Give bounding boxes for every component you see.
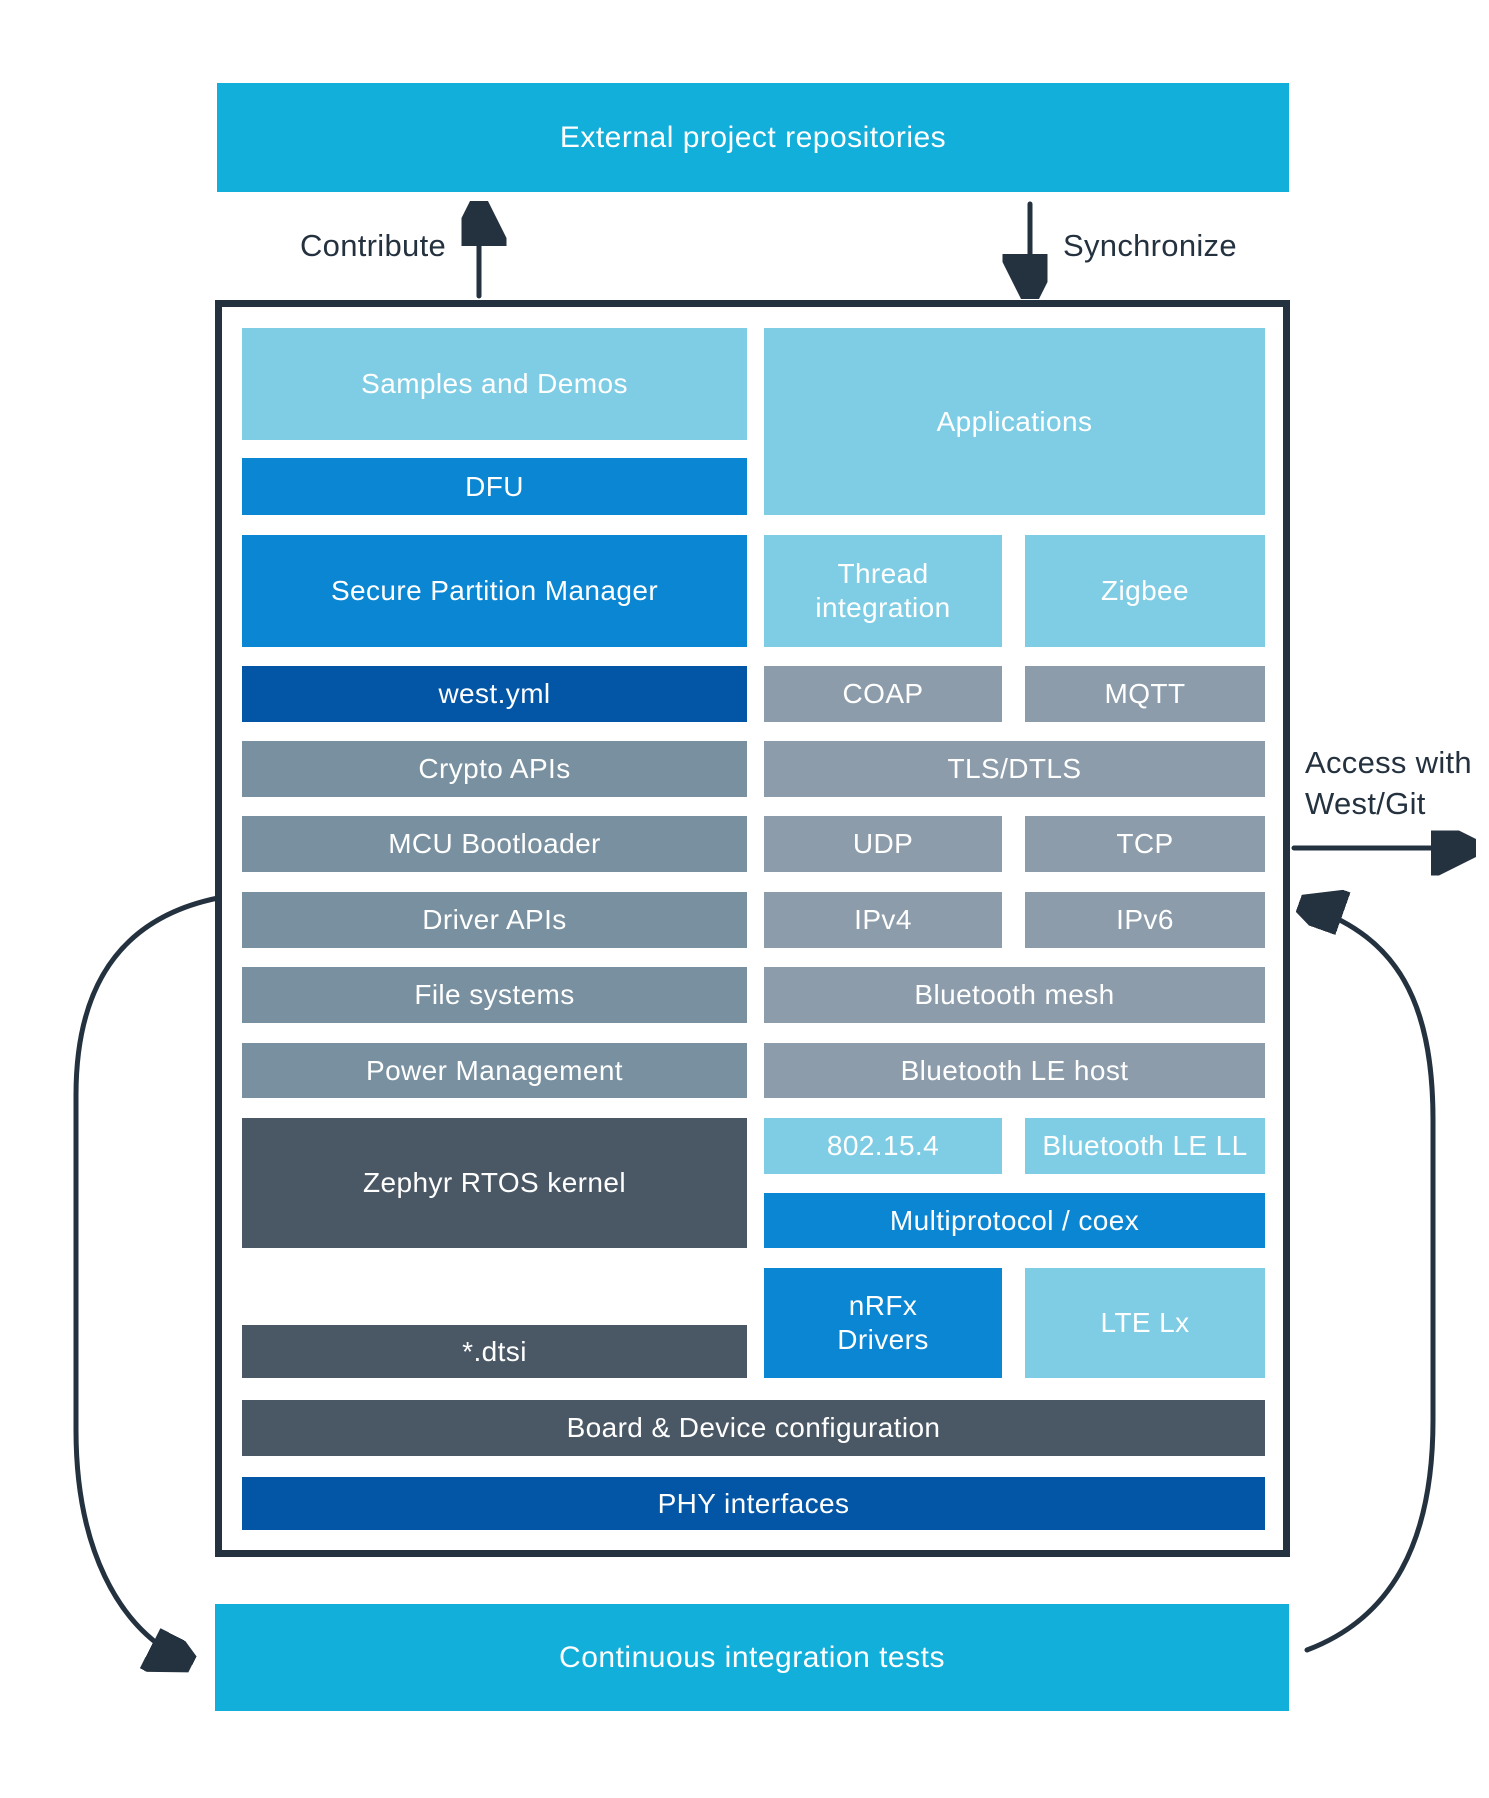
block-label: DFU [465,470,524,502]
synchronize-label: Synchronize [1063,228,1237,263]
loop-arrow-from-ci-tests [1307,908,1436,1653]
block-label: Bluetooth mesh [914,979,1115,1010]
block-thread-integration: Thread integration [764,535,1002,647]
external-repos-banner: External project repositories [217,83,1289,192]
block-label: COAP [842,678,924,709]
block-802-15-4: 802.15.4 [764,1118,1002,1174]
block-label: Driver APIs [422,904,567,935]
block-label: MQTT [1104,678,1186,709]
block-label: File systems [414,979,575,1010]
block-label: TLS/DTLS [947,753,1082,784]
block-mqtt: MQTT [1025,666,1265,722]
block-tcp: TCP [1025,816,1265,872]
block-applications: Applications [764,328,1265,515]
block-label: nRFx Drivers [837,1290,929,1355]
block-power-management: Power Management [242,1043,747,1098]
block-label: Multiprotocol / coex [889,1204,1140,1236]
block-board-device-configuration: Board & Device configuration [242,1400,1265,1456]
block-label: IPv6 [1116,904,1174,935]
block-tls-dtls: TLS/DTLS [764,741,1265,797]
block-label: IPv4 [854,904,912,935]
block-dtsi: *.dtsi [242,1325,747,1378]
access-label-line2: West/Git [1305,786,1426,821]
ci-tests-banner-label: Continuous integration tests [559,1640,945,1674]
loop-arrow-to-ci-tests [73,895,221,1658]
block-label: Samples and Demos [361,368,628,399]
block-label: Secure Partition Manager [330,575,659,606]
access-with-west-git-label: Access with West/Git [1305,742,1472,824]
block-label: Zigbee [1100,575,1189,606]
block-label: Zephyr RTOS kernel [363,1167,626,1198]
block-label: Board & Device configuration [566,1412,941,1443]
block-file-systems: File systems [242,967,747,1023]
block-label: Thread integration [815,558,951,623]
block-label: UDP [852,828,914,859]
sdk-container: Samples and Demos DFU Secure Partition M… [215,300,1290,1557]
ci-tests-banner: Continuous integration tests [215,1604,1289,1711]
block-dfu: DFU [242,458,747,515]
block-west-yml: west.yml [242,666,747,722]
contribute-label: Contribute [300,228,447,263]
block-bluetooth-le-host: Bluetooth LE host [764,1043,1265,1098]
block-label: Bluetooth LE LL [1042,1130,1248,1161]
block-driver-apis: Driver APIs [242,892,747,948]
block-label: Applications [936,405,1093,437]
block-bluetooth-le-ll: Bluetooth LE LL [1025,1118,1265,1174]
block-label: Bluetooth LE host [900,1054,1129,1086]
block-zigbee: Zigbee [1025,535,1265,647]
block-samples-and-demos: Samples and Demos [242,328,747,440]
block-label: TCP [1116,828,1174,859]
block-mcu-bootloader: MCU Bootloader [242,816,747,872]
access-label-line1: Access with [1305,745,1472,780]
block-label: 802.15.4 [826,1130,940,1161]
block-label: *.dtsi [462,1335,527,1367]
external-repos-banner-label: External project repositories [559,120,947,154]
block-label: west.yml [438,678,551,709]
block-label: PHY interfaces [657,1487,850,1519]
block-label: MCU Bootloader [388,828,601,859]
block-phy-interfaces: PHY interfaces [242,1477,1265,1530]
block-lte-lx: LTE Lx [1025,1268,1265,1378]
block-udp: UDP [764,816,1002,872]
block-label: Power Management [366,1054,623,1086]
block-ipv6: IPv6 [1025,892,1265,948]
block-crypto-apis: Crypto APIs [242,741,747,797]
block-label: LTE Lx [1100,1307,1190,1338]
block-coap: COAP [764,666,1002,722]
block-label: Crypto APIs [418,753,571,784]
block-multiprotocol-coex: Multiprotocol / coex [764,1193,1265,1248]
block-ipv4: IPv4 [764,892,1002,948]
block-bluetooth-mesh: Bluetooth mesh [764,967,1265,1023]
block-zephyr-rtos-kernel: Zephyr RTOS kernel [242,1118,747,1248]
block-nrfx-drivers: nRFx Drivers [764,1268,1002,1378]
block-secure-partition-manager: Secure Partition Manager [242,535,747,647]
